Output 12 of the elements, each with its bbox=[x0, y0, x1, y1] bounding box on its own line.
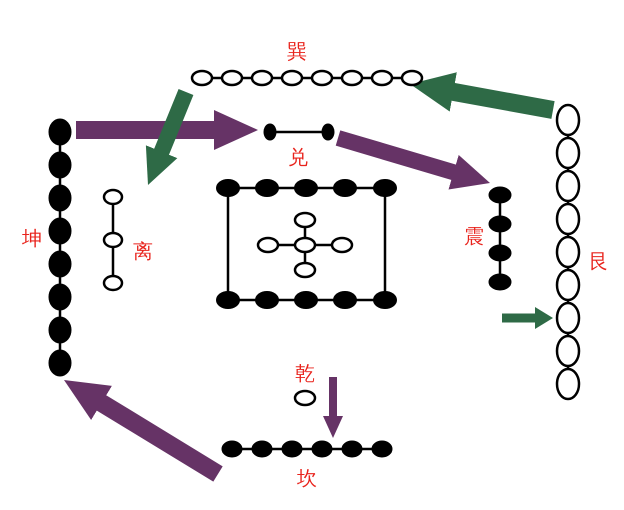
trigram-label: 乾 bbox=[295, 362, 315, 384]
trigram-label: 巽 bbox=[287, 40, 307, 62]
trigram-label: 兑 bbox=[288, 146, 308, 168]
trigram-label: 离 bbox=[133, 240, 153, 262]
trigram-label: 震 bbox=[464, 225, 484, 247]
trigram-label: 坤 bbox=[22, 227, 42, 249]
arrow bbox=[502, 307, 553, 329]
arrow bbox=[336, 130, 492, 191]
arrow bbox=[76, 110, 258, 150]
trigram-label: 坎 bbox=[297, 467, 317, 489]
arrow bbox=[323, 377, 343, 438]
trigram-label: 艮 bbox=[589, 250, 609, 272]
